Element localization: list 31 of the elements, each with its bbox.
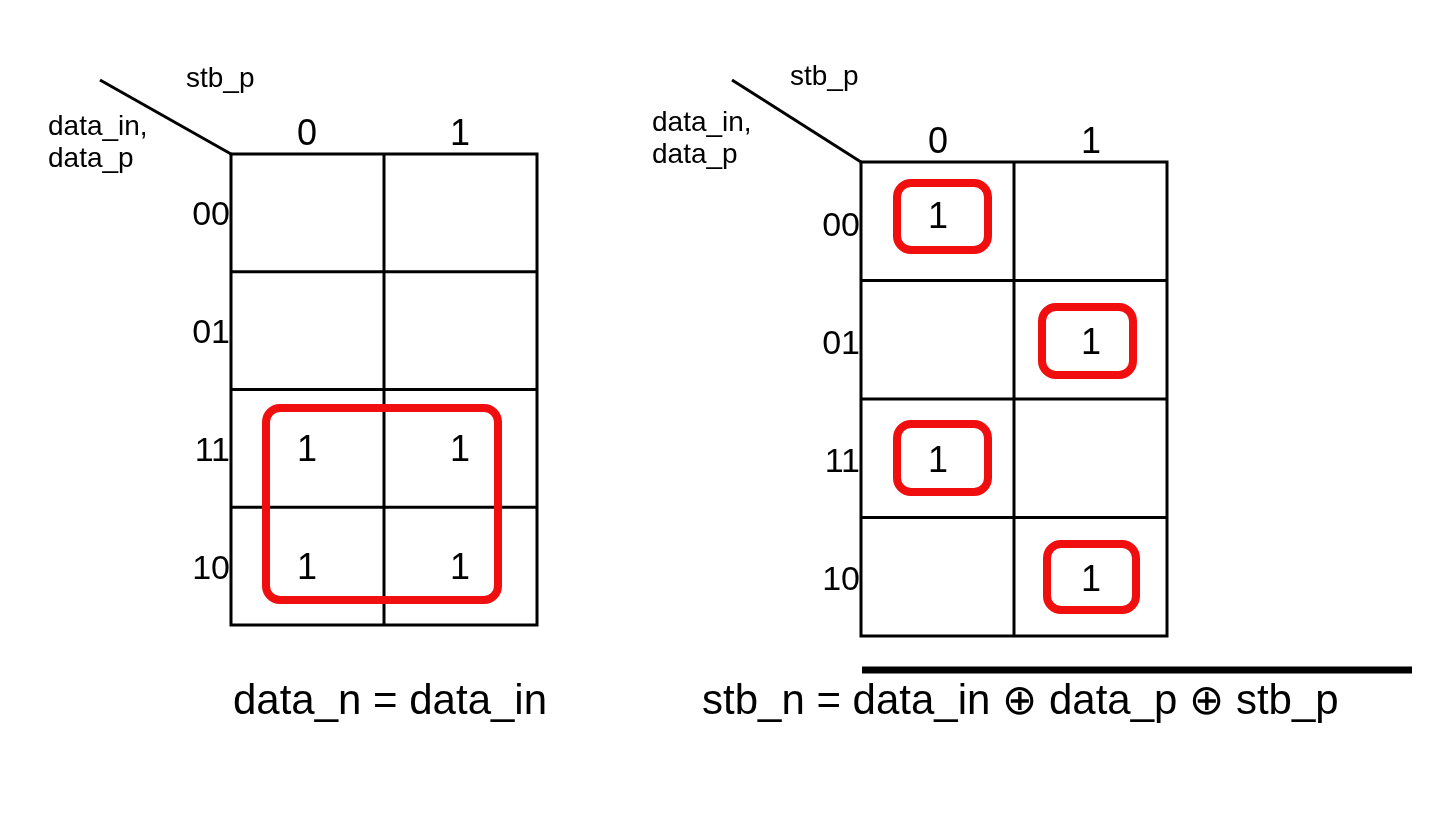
grouping-loop bbox=[893, 179, 992, 254]
cell-value: 1 bbox=[450, 431, 470, 467]
axis-label: data_in, data_p bbox=[48, 110, 149, 175]
grouping-loop bbox=[1038, 303, 1137, 379]
column-header: 0 bbox=[928, 120, 948, 162]
equation-text: data_n = data_in bbox=[232, 676, 548, 725]
row-header: 01 bbox=[822, 323, 860, 363]
cell-value: 1 bbox=[297, 549, 317, 585]
column-header: 1 bbox=[1081, 120, 1101, 162]
column-header: 0 bbox=[297, 112, 317, 154]
column-header: 1 bbox=[450, 112, 470, 154]
cell-value: 1 bbox=[1081, 561, 1101, 597]
row-header: 10 bbox=[822, 559, 860, 599]
axis-label: data_in, data_p bbox=[652, 106, 753, 171]
grouping-loop bbox=[1043, 540, 1140, 614]
row-header: 00 bbox=[822, 205, 860, 245]
cell-value: 1 bbox=[297, 431, 317, 467]
cell-value: 1 bbox=[928, 198, 948, 234]
row-header: 11 bbox=[194, 430, 230, 470]
cell-value: 1 bbox=[1081, 324, 1101, 360]
grouping-loop bbox=[262, 404, 502, 604]
cell-value: 1 bbox=[928, 442, 948, 478]
row-header: 10 bbox=[192, 548, 230, 588]
axis-label: stb_p bbox=[186, 62, 255, 95]
row-header: 01 bbox=[192, 312, 230, 352]
row-header: 00 bbox=[192, 194, 230, 234]
grouping-loop bbox=[893, 420, 992, 496]
row-header: 11 bbox=[824, 441, 860, 481]
equation-text: stb_n = data_in ⊕ data_p ⊕ stb_p bbox=[702, 676, 1339, 725]
axis-label: stb_p bbox=[790, 60, 859, 93]
cell-value: 1 bbox=[450, 549, 470, 585]
